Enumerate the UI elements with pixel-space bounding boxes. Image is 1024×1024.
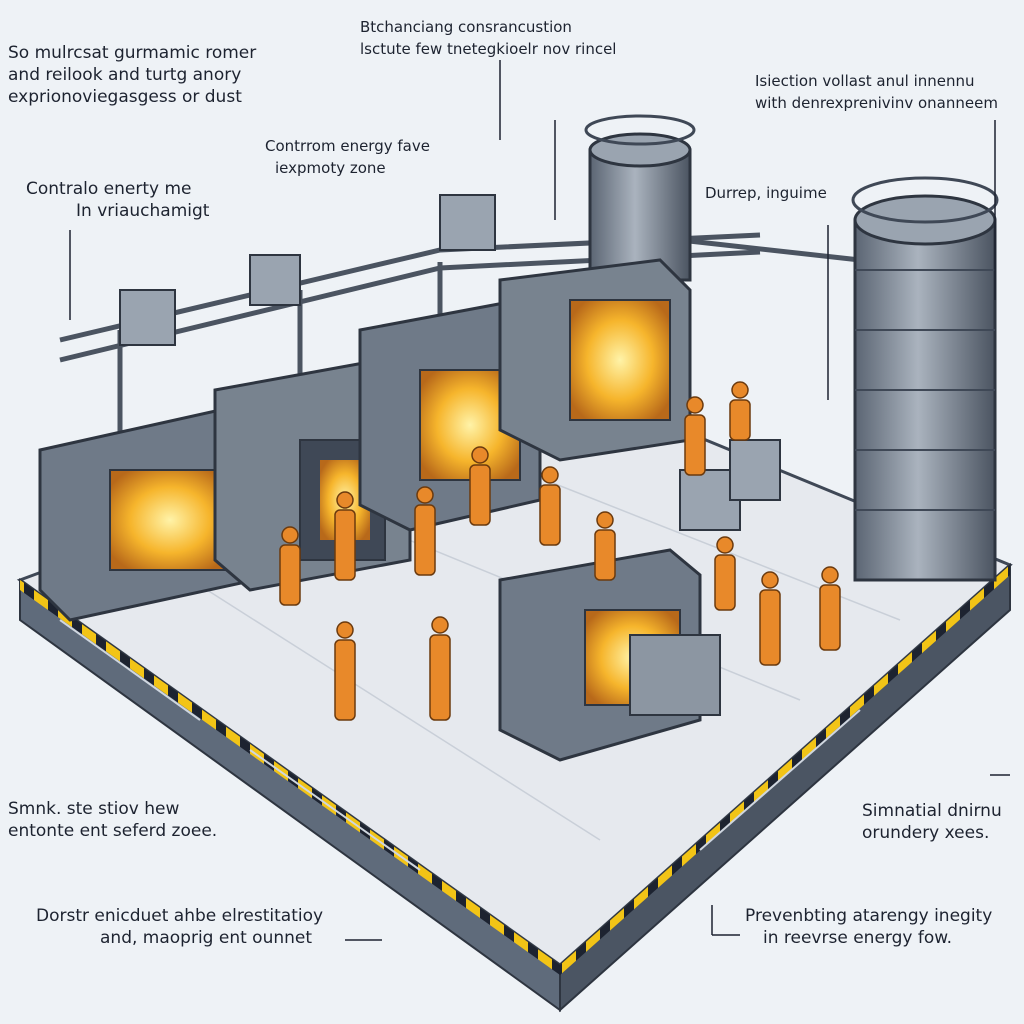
callout-mid-center-line2: iexpmoty zone bbox=[275, 159, 386, 177]
worker-figure bbox=[539, 466, 561, 546]
callout-mid-right: Durrep, inguime bbox=[705, 182, 827, 204]
callout-bottom-left-mid-line2: entonte ent seferd zoee. bbox=[8, 821, 218, 841]
callout-bottom-right-line2: in reevrse energy fow. bbox=[763, 928, 952, 948]
callout-bottom-left-mid-line1: Smnk. ste stiov hew bbox=[8, 799, 180, 819]
worker-figure bbox=[684, 396, 706, 476]
callout-bottom-right: Prevenbting atarengy inegity in reevrse … bbox=[745, 905, 992, 949]
storage-silo bbox=[851, 176, 999, 582]
worker-figure bbox=[429, 616, 451, 721]
callout-leaders bbox=[69, 60, 1010, 941]
worker-figure bbox=[714, 536, 736, 611]
worker-figure bbox=[759, 571, 781, 666]
worker-figure bbox=[819, 566, 841, 651]
callout-bottom-right-line1: Prevenbting atarengy inegity bbox=[745, 906, 993, 926]
callout-top-right: Isiection vollast anul innennu with denr… bbox=[755, 70, 998, 114]
furnace-unit-1 bbox=[38, 408, 257, 622]
worker-figure bbox=[594, 511, 616, 581]
callout-top-left-line1: So mulrcsat gurmamic romer bbox=[8, 43, 257, 63]
callout-bottom-left-line2: and, maoprig ent ounnet bbox=[100, 928, 313, 948]
callout-bottom-right-mid-line2: orundery xees. bbox=[862, 823, 990, 843]
callout-top-center: Btchanciang consrancustion lsctute few t… bbox=[360, 16, 616, 60]
reactor-column bbox=[584, 114, 696, 282]
callout-top-left: So mulrcsat gurmamic romer and reilook a… bbox=[8, 42, 256, 108]
callout-top-left-line2: and reilook and turtg anory bbox=[8, 65, 242, 85]
callout-mid-left-line2: In vriauchamigt bbox=[76, 201, 210, 221]
callout-bottom-left-mid: Smnk. ste stiov hew entonte ent seferd z… bbox=[8, 798, 217, 842]
callout-top-left-line3: exprionoviegasgess or dust bbox=[8, 87, 242, 107]
worker-figure bbox=[729, 381, 751, 441]
callout-mid-center-line1: Contrrom energy fave bbox=[265, 137, 430, 155]
worker-figure bbox=[334, 491, 356, 581]
worker-figure bbox=[279, 526, 301, 606]
furnace-unit-4 bbox=[498, 258, 692, 462]
control-panel bbox=[119, 194, 781, 531]
furnace-unit-front bbox=[498, 548, 721, 762]
workers bbox=[279, 381, 841, 721]
callout-bottom-right-mid: Simnatial dnirnu orundery xees. bbox=[862, 800, 1002, 844]
callout-bottom-left: Dorstr enicduet ahbe elrestitatioy and, … bbox=[36, 905, 323, 949]
callout-top-right-line1: Isiection vollast anul innennu bbox=[755, 72, 975, 90]
callout-mid-left-line1: Contralo enerty me bbox=[26, 179, 192, 199]
callout-mid-right-line1: Durrep, inguime bbox=[705, 184, 827, 202]
callout-bottom-right-mid-line1: Simnatial dnirnu bbox=[862, 801, 1002, 821]
callout-top-center-line2: lsctute few tnetegkioelr nov rincel bbox=[360, 40, 617, 58]
callout-mid-left: Contralo enerty me In vriauchamigt bbox=[26, 178, 209, 222]
callout-bottom-left-line1: Dorstr enicduet ahbe elrestitatioy bbox=[36, 906, 324, 926]
worker-figure bbox=[334, 621, 356, 721]
worker-figure bbox=[414, 486, 436, 576]
worker-figure bbox=[469, 446, 491, 526]
callout-top-center-line1: Btchanciang consrancustion bbox=[360, 18, 572, 36]
callout-mid-center: Contrrom energy fave iexpmoty zone bbox=[265, 135, 430, 179]
callout-top-right-line2: with denrexprenivinv onanneem bbox=[755, 94, 998, 112]
